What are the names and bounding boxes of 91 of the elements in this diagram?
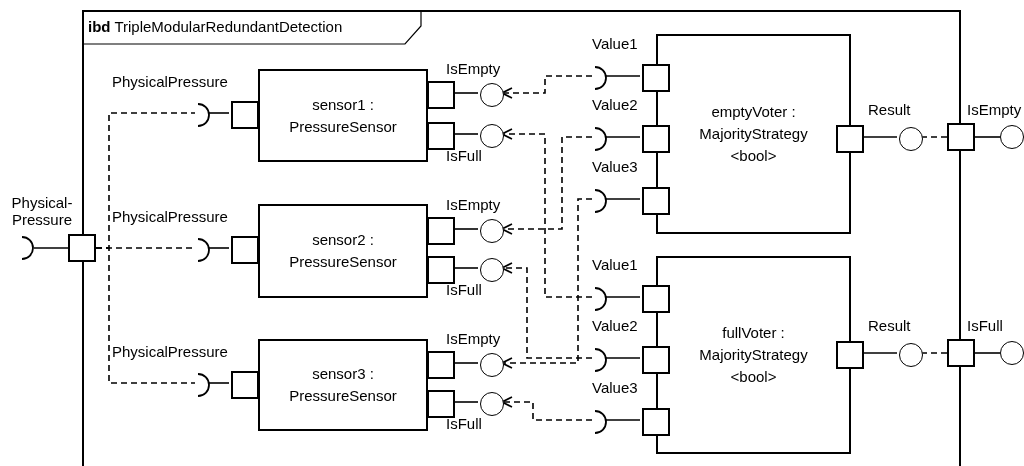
port-label: IsFull [446,281,482,298]
required-interface-socket [197,103,210,127]
port-label: PhysicalPressure [112,73,228,90]
connector-line [604,296,641,298]
required-interface-socket [594,66,607,90]
part-label: sensor3 : PressureSensor [288,364,398,406]
port-square [231,371,259,399]
port-square [427,351,455,379]
port-label: Result [868,317,911,334]
port-label: Value3 [592,379,638,396]
port-square [642,125,670,153]
connector-line [207,382,230,384]
dashed-connector [501,136,593,235]
port-label: Value1 [592,256,638,273]
port-label: IsFull [446,147,482,164]
required-interface-socket [594,189,607,213]
dashed-connector [501,75,593,99]
port-label: IsEmpty [446,330,501,347]
required-interface-socket [594,410,607,434]
part-box [258,204,428,298]
port-label: Value1 [592,35,638,52]
part-label: emptyVoter : MajorityStrategy <bool> [698,102,809,166]
dashed-connector [501,396,593,421]
port-label: Value2 [592,96,638,113]
port-square [68,234,96,262]
frame-title: ibd TripleModularRedundantDetection [88,18,343,35]
connector-line [604,357,641,359]
part-label: sensor2 : PressureSensor [288,230,398,272]
dashed-connector [920,136,948,138]
provided-interface-circle [480,83,504,107]
port-square [231,101,259,129]
part-label: sensor1 : PressureSensor [288,94,398,137]
connector-line [207,112,230,114]
required-interface-socket [594,127,607,151]
port-square [642,285,670,313]
connector-line [974,136,1001,138]
port-square [427,217,455,245]
required-interface-socket [197,238,210,262]
dashed-connector [501,198,593,369]
required-interface-socket [594,287,607,311]
connector-line [604,419,641,421]
port-label: IsFull [446,415,482,432]
dashed-connector [501,262,593,359]
port-square [642,187,670,215]
port-square [836,341,864,369]
dashed-connector [95,247,196,384]
port-label: PhysicalPressure [112,208,228,225]
port-label: IsEmpty [446,196,501,213]
port-label: Value2 [592,317,638,334]
provided-interface-circle [1000,341,1024,365]
connector-line [33,247,69,249]
provided-interface-circle [480,353,504,377]
port-label: IsEmpty [967,101,1022,118]
diagram-frame [82,10,961,466]
connector-line [604,198,641,200]
port-label: PhysicalPressure [112,343,228,360]
port-square [427,122,455,150]
port-label: IsFull [967,317,1003,334]
port-square [231,236,259,264]
port-square [427,390,455,418]
port-square [642,346,670,374]
provided-interface-circle [480,392,504,416]
provided-interface-circle [899,343,923,367]
port-square [427,256,455,284]
port-label: IsEmpty [446,60,501,77]
port-label: Physical- Pressure [10,194,74,228]
part-box [258,69,428,162]
connector-line [974,352,1001,354]
connector-line [604,75,641,77]
provided-interface-circle [480,219,504,243]
port-label: Result [868,101,911,118]
required-interface-socket [21,236,34,260]
provided-interface-circle [1000,125,1024,149]
part-box [258,339,428,431]
required-interface-socket [594,348,607,372]
port-square [427,81,455,109]
provided-interface-circle [480,258,504,282]
dashed-connector [501,128,593,298]
part-label: fullVoter : MajorityStrategy <bool> [698,323,809,387]
port-square [836,125,864,153]
connector-line [604,136,641,138]
provided-interface-circle [899,127,923,151]
connector-line [207,247,230,249]
dashed-connector [920,352,948,354]
port-square [947,339,975,367]
port-square [642,64,670,92]
port-label: Value3 [592,158,638,175]
port-square [642,408,670,436]
provided-interface-circle [480,124,504,148]
port-square [947,123,975,151]
required-interface-socket [197,373,210,397]
